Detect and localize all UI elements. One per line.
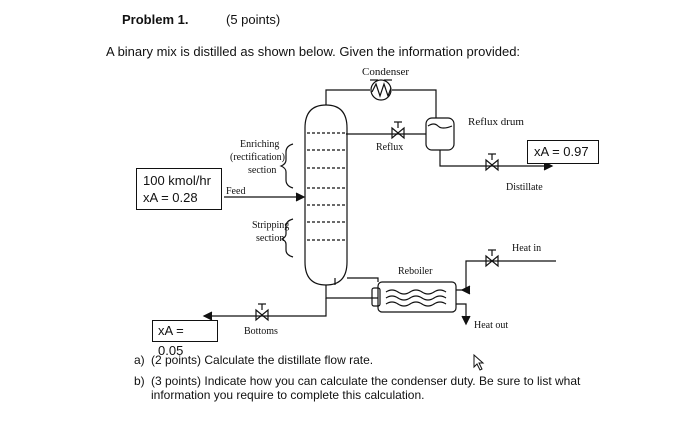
reflux-drum-label: Reflux drum: [468, 116, 524, 128]
feed-info-box: 100 kmol/hr xA = 0.28: [136, 168, 222, 210]
condenser-label: Condenser: [362, 66, 410, 78]
stripping-label-line1: Stripping: [252, 220, 290, 231]
bottoms-label: Bottoms: [244, 326, 278, 337]
feed-composition: xA = 0.28: [143, 190, 198, 205]
enriching-label-line3: section: [248, 165, 277, 176]
distillation-column: [304, 104, 348, 286]
distillate-valve: [485, 158, 499, 172]
bottoms-composition-box: xA = 0.05: [152, 320, 218, 358]
problem-points: (5 points): [226, 12, 281, 27]
heat-in-valve: [485, 254, 499, 268]
bottoms-composition: xA = 0.05: [158, 323, 184, 358]
bottoms-valve: [255, 308, 269, 322]
enriching-label-line2: (rectification): [230, 152, 285, 163]
reflux-valve: [391, 126, 405, 140]
reboiler-label: Reboiler: [398, 266, 433, 277]
distillate-composition: xA = 0.97: [534, 144, 589, 159]
reflux-label: Reflux: [376, 142, 404, 153]
feed-flow-value: 100 kmol/hr: [143, 173, 211, 188]
question-b-text-line2: information you require to complete this…: [151, 388, 425, 402]
reboiler-symbol: [377, 281, 457, 313]
problem-intro: A binary mix is distilled as shown below…: [106, 44, 521, 59]
question-a-text: (2 points) Calculate the distillate flow…: [151, 353, 374, 367]
heat-in-label: Heat in: [512, 243, 542, 254]
condenser-symbol: [370, 79, 392, 101]
column-trays: [307, 132, 345, 241]
distillate-composition-box: xA = 0.97: [527, 140, 599, 164]
question-a-label: a): [134, 353, 145, 367]
heat-out-label: Heat out: [474, 320, 509, 331]
question-b-label: b): [134, 374, 145, 388]
stripping-label-line2: section: [256, 233, 285, 244]
distillate-label: Distillate: [506, 182, 543, 193]
reflux-drum-symbol: [425, 117, 455, 151]
problem-title: Problem 1.: [122, 12, 189, 27]
enriching-label-line1: Enriching: [240, 139, 280, 150]
question-b-text-line1: (3 points) Indicate how you can calculat…: [151, 374, 581, 388]
feed-label: Feed: [226, 186, 246, 197]
